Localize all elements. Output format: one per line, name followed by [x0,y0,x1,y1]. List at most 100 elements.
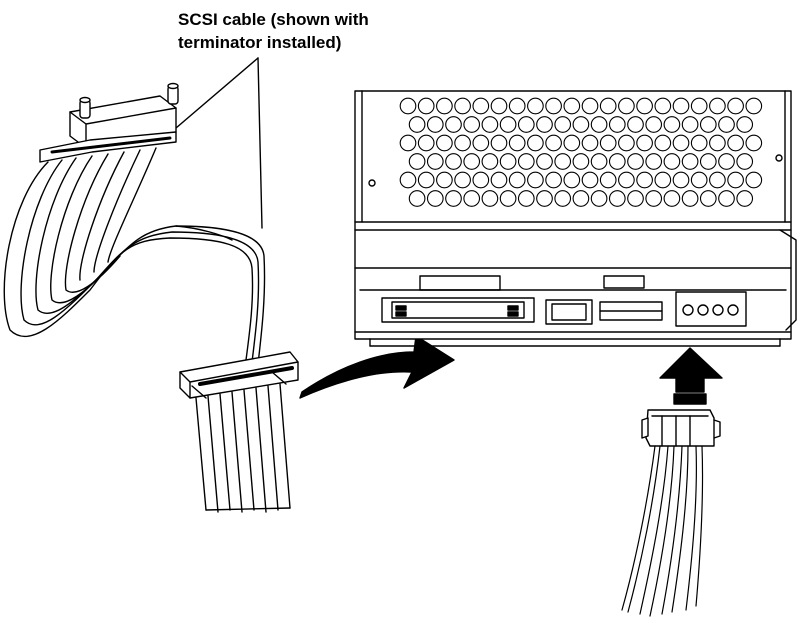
vent-hole [736,153,754,170]
vent-hole [536,190,553,207]
vent-hole [608,190,626,207]
vent-hole [408,153,426,170]
vent-hole [636,134,653,152]
vent-hole [718,116,735,133]
vent-hole [563,134,581,152]
vent-hole [426,116,444,133]
vent-hole [699,116,717,133]
vent-hole [545,97,562,115]
vent-hole [636,97,653,115]
vent-hole [426,190,444,207]
vent-hole [672,97,690,115]
vent-hole [681,153,699,170]
vent-hole [727,97,744,115]
vent-hole [445,116,462,133]
vent-hole [599,97,617,115]
vent-hole [745,134,763,152]
vent-hole [681,116,699,133]
vent-hole [454,134,471,152]
vent-hole [472,171,490,189]
vent-hole [436,134,453,152]
vent-hole [645,116,663,133]
vent-hole [536,153,553,170]
vent-hole [545,134,562,152]
vent-hole [645,190,663,207]
power-connector [641,409,721,447]
vent-hole [599,134,617,152]
vent-hole [736,116,754,133]
terminator-connector [39,82,179,163]
vent-hole [681,190,699,207]
vent-hole [463,190,481,207]
vent-hole [545,171,562,189]
vent-hole [590,190,608,207]
vent-hole [445,153,462,170]
vent-hole [426,153,444,170]
vent-hole [536,116,553,133]
vent-hole [463,116,481,133]
vent-hole [517,116,535,133]
power-wires [621,445,704,617]
vent-hole [472,97,490,115]
vent-hole [745,171,763,189]
vent-hole [490,97,508,115]
vent-hole [563,97,581,115]
vent-hole [508,171,526,189]
vent-hole [645,153,663,170]
vent-hole [581,134,599,152]
vent-hole [554,116,572,133]
vent-hole [590,116,608,133]
vent-hole [572,116,590,133]
power-insert-arrow [659,347,723,405]
vent-hole [527,171,544,189]
vent-hole [608,153,626,170]
vent-hole [481,153,499,170]
ventilation-grid [399,97,763,207]
vent-hole [727,171,744,189]
callout-line-1: SCSI cable (shown with [178,10,369,29]
vent-hole [481,190,499,207]
vent-hole [663,190,681,207]
vent-hole [718,190,735,207]
vent-hole [654,171,672,189]
vent-hole [399,171,417,189]
vent-hole [572,190,590,207]
vent-hole [699,153,717,170]
vent-hole [463,153,481,170]
vent-hole [508,134,526,152]
vent-hole [454,171,471,189]
vent-hole [527,134,544,152]
vent-hole [709,171,726,189]
vent-hole [627,153,644,170]
vent-hole [627,190,644,207]
vent-hole [690,97,708,115]
scsi-cable-callout-label: SCSI cable (shown with terminator instal… [178,8,369,54]
vent-hole [517,190,535,207]
vent-hole [399,97,417,115]
vent-hole [663,153,681,170]
vent-hole [399,134,417,152]
vent-hole [445,190,462,207]
vent-hole [499,190,517,207]
vent-hole [709,97,726,115]
vent-hole [499,116,517,133]
vent-hole [599,171,617,189]
vent-hole [417,171,435,189]
vent-hole [627,116,644,133]
vent-hole [417,97,435,115]
callout-line-2: terminator installed) [178,33,342,52]
drive-rear-panel [381,275,747,327]
vent-hole [490,171,508,189]
scsi-ribbon-cable-upper [3,147,266,365]
vent-hole [508,97,526,115]
vent-hole [618,97,635,115]
vent-hole [736,190,754,207]
vent-hole [481,116,499,133]
vent-hole [618,134,635,152]
vent-hole [690,134,708,152]
vent-hole [436,97,453,115]
vent-hole [436,171,453,189]
vent-hole [581,171,599,189]
